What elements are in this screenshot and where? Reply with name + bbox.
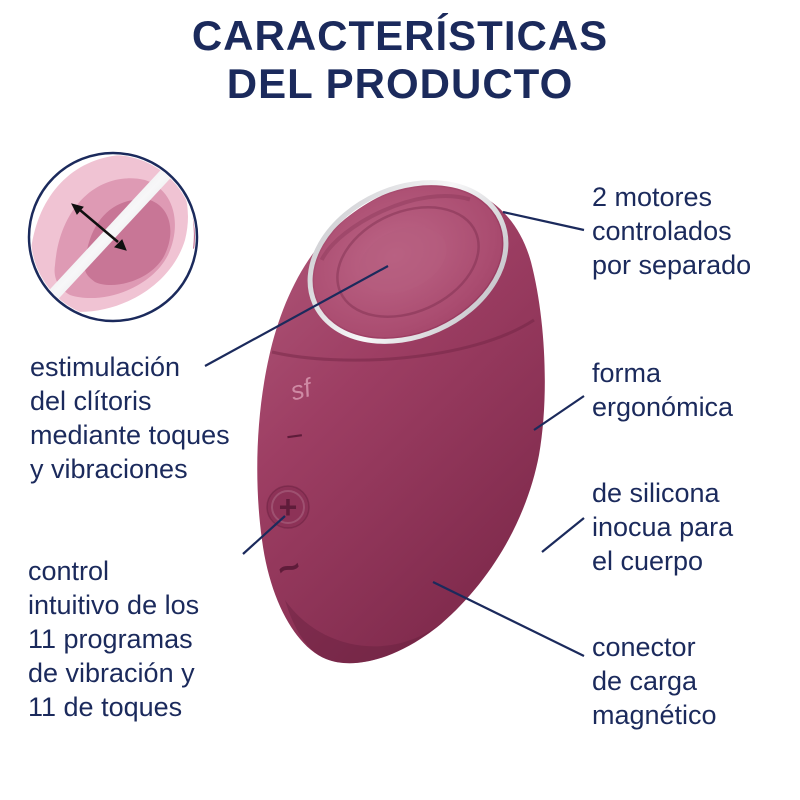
- callout-line: el cuerpo: [592, 546, 704, 576]
- callout-silicone: de silicona inocua para el cuerpo: [592, 476, 733, 578]
- callout-line: 11 de toques: [28, 692, 183, 722]
- face-center: [358, 226, 447, 294]
- callout-line: estimulación: [30, 352, 181, 382]
- closeup-inset: [27, 151, 199, 323]
- silver-ring: [307, 180, 509, 344]
- callout-line: conector: [592, 632, 696, 662]
- line-motors: [502, 210, 585, 232]
- callout-stimulation: estimulación del clítoris mediante toque…: [30, 350, 230, 486]
- plus-button-icon: +: [279, 489, 298, 525]
- callout-line: forma: [592, 358, 662, 388]
- callout-line: 11 programas: [28, 624, 193, 654]
- callout-connector: conector de carga magnético: [592, 630, 717, 732]
- face-top-shade: [319, 193, 471, 261]
- plus-button-highlight: [271, 490, 305, 524]
- callout-line: control: [28, 556, 110, 586]
- callout-control: control intuitivo de los 11 programas de…: [28, 554, 199, 724]
- callout-line: ergonómica: [592, 392, 734, 422]
- line-control: [242, 515, 286, 555]
- callout-line: intuitivo de los: [28, 590, 200, 620]
- callout-line: de vibración y: [28, 658, 195, 688]
- line-stimulation: [204, 265, 389, 367]
- callout-line: de silicona: [592, 478, 720, 508]
- body-crease: [271, 318, 535, 362]
- callout-line: del clítoris: [30, 386, 152, 416]
- callout-line: magnético: [592, 700, 717, 730]
- line-silicone: [541, 517, 585, 553]
- tapping-head: [307, 180, 509, 344]
- callout-shape: forma ergonómica: [592, 356, 733, 424]
- callout-line: mediante toques: [30, 420, 230, 450]
- callout-line: inocua para: [592, 512, 734, 542]
- minus-button-icon: −: [284, 419, 306, 454]
- callout-line: de carga: [592, 666, 698, 696]
- callout-motors: 2 motores controlados por separado: [592, 180, 751, 282]
- page-title: CARACTERÍSTICAS DEL PRODUCTO: [0, 12, 800, 108]
- line-shape: [533, 395, 585, 431]
- product-illustration: sf − + ~: [257, 180, 545, 664]
- callout-line: y vibraciones: [30, 454, 188, 484]
- callout-line: controlados: [592, 216, 732, 246]
- callout-line: por separado: [592, 250, 752, 280]
- callout-lines: [204, 210, 585, 657]
- title-line-2: DEL PRODUCTO: [226, 60, 574, 107]
- callout-line: 2 motores: [592, 182, 713, 212]
- line-connector: [432, 581, 585, 657]
- body-shadow: [285, 600, 440, 664]
- title-line-1: CARACTERÍSTICAS: [191, 12, 609, 59]
- motion-arrow-icon: [71, 203, 127, 251]
- plus-button: [266, 485, 310, 529]
